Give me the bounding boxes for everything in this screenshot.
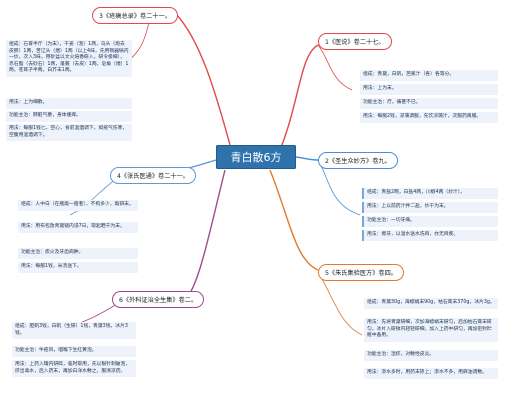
branch-2-title[interactable]: 2《圣生众妙方》卷九。	[318, 152, 398, 169]
branch-1-title[interactable]: 1《医说》卷二十七。	[318, 33, 392, 50]
b4-note-2: 用法：用布包放青黛铺内浸7日，取起晒干为末。	[18, 222, 138, 233]
branch-4-title[interactable]: 4《张氏医通》卷二十一。	[110, 167, 196, 184]
b2-note-3: 功能主治：一切牙痛。	[362, 216, 498, 227]
connector-b5-branch	[317, 271, 363, 336]
b3-note-1: 组成：石膏半斤（为末），干姜（泡）1两，乌头（炮去皮脐）1两，苦辽头（煨）1两（…	[6, 40, 132, 77]
b4-note-3: 功能主治：痰火及牙齿病肿。	[18, 248, 138, 259]
b6-note-2: 功能主治：牛疮风，咽喉下生红黄泡。	[12, 346, 136, 357]
b3-note-2: 用法：上为细散。	[6, 98, 132, 109]
b2-note-4: 用法：擦牙，以温水送水洗目，亦无目疾。	[362, 230, 498, 241]
b6-note-3: 用法：上药入罐内研碎，临时取用，先以银针刺破泡，挤出毒水，后入药末，再加白洋水敷…	[12, 360, 136, 378]
b1-note-3: 功能主治：疔，痛甚不已。	[360, 98, 498, 109]
b3-note-3: 功能主治：肺脏气壅，身体瘙痒。	[6, 111, 132, 122]
connector-b5	[269, 169, 319, 271]
connector-b1	[279, 44, 319, 151]
b5-note-1: 组成：青黛30g，海螵蛸末90g，枯石膏末370g，冰片3g。	[364, 298, 498, 309]
b5-note-2: 用法：先将青黛研细，次加海螵蛸末研匀，后加枯石膏末研匀，冰片入研钵内轻轻研细，加…	[364, 318, 498, 342]
b2-note-2: 用法：上以前药汁拌二盐，炒干为末。	[362, 202, 498, 213]
b1-note-1: 组成：青黛，白矾，芭蕉汁（各）各等分。	[360, 70, 498, 81]
b2-note-1: 组成：青盐2两，白盐4两，川椒4两（炒汁）。	[362, 188, 498, 199]
connector-b1-branch	[317, 44, 353, 91]
connector-b6	[187, 169, 226, 297]
b3-note-4: 用法：每服1钱匕，空心，食前温酒调下，如疮气伤寒，空腹用温酒调下。	[6, 124, 132, 142]
branch-6-title[interactable]: 6《外科证治全生集》卷二。	[112, 291, 205, 308]
b5-note-4: 用法：渗水多时，用药末掺上；渗水不多，用麻油调敷。	[364, 368, 498, 379]
connector-b3	[175, 13, 231, 146]
center-node[interactable]: 青白散6方	[216, 145, 296, 169]
b5-note-3: 功能主治：湿疹，对敷性皮炎。	[364, 350, 498, 361]
connector-b2	[295, 156, 319, 161]
branch-3-title[interactable]: 3《疮痍总录》卷二十一。	[92, 7, 178, 24]
branch-5-title[interactable]: 5《朱氏集验医方》卷四。	[318, 264, 404, 281]
b6-note-1: 组成：胆矾3钱，白矾（生研）1钱，青黛3钱，冰片3钱。	[12, 322, 136, 340]
b1-note-4: 用法：每服2钱，凉蒲调服，先饮凉蒲汁，次服药再服。	[360, 112, 498, 123]
b4-note-1: 组成：人中白（在瓶煅一宿者），不拘多少，煅研末。	[18, 200, 138, 211]
b1-note-2: 用法：上为末。	[360, 84, 498, 95]
b4-note-4: 用法：每服1钱，米汤送下。	[18, 262, 138, 273]
